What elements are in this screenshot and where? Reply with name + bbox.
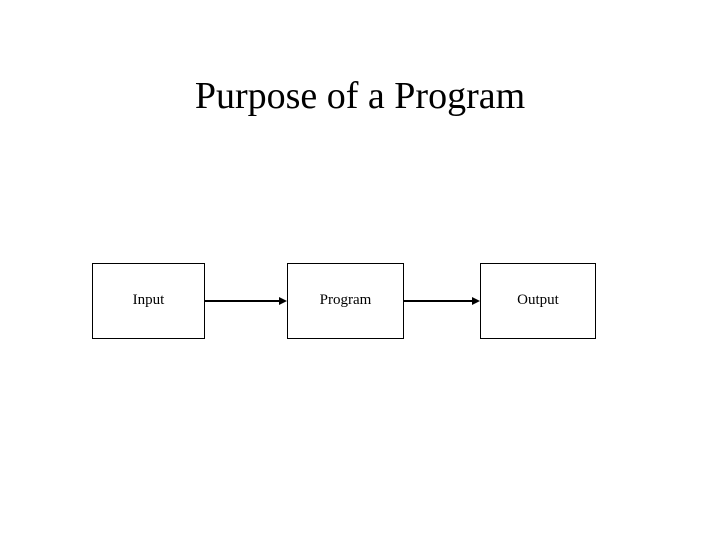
- arrow-head: [279, 297, 287, 305]
- arrow-program-to-output-icon: [404, 297, 480, 306]
- arrow-shaft: [205, 300, 280, 302]
- flowchart-node-program-label: Program: [319, 292, 372, 308]
- flowchart-node-input[interactable]: Input: [92, 263, 205, 339]
- page-title: Purpose of a Program: [194, 75, 526, 117]
- arrow-shaft: [404, 300, 473, 302]
- arrow-input-to-program-icon: [205, 297, 287, 306]
- arrow-head: [472, 297, 480, 305]
- flowchart-node-input-label: Input: [132, 292, 165, 308]
- flowchart-node-output[interactable]: Output: [480, 263, 596, 339]
- flowchart-node-output-label: Output: [517, 292, 559, 308]
- flowchart-node-program[interactable]: Program: [287, 263, 404, 339]
